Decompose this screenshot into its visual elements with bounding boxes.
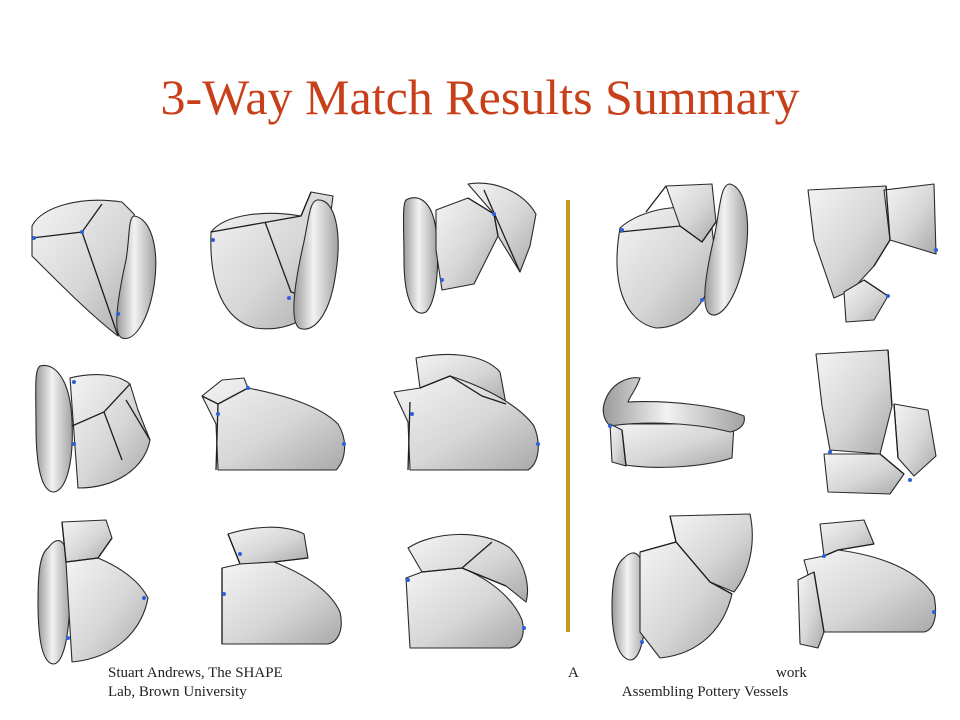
triple-match-r2c2 bbox=[198, 374, 350, 476]
triple-match-r1c5 bbox=[804, 180, 938, 326]
pottery-shards-3way-icon bbox=[807, 183, 938, 323]
pottery-shards-3way-icon bbox=[402, 182, 537, 314]
slide-title: 3-Way Match Results Summary bbox=[160, 69, 800, 125]
triple-match-r3c1 bbox=[36, 518, 150, 666]
triple-match-r2c1 bbox=[34, 360, 158, 494]
footer-talk-title: A work Assembling Pottery Vessels bbox=[560, 664, 850, 702]
group-divider bbox=[566, 200, 570, 632]
footer-author-line1: Stuart Andrews, The SHAPE bbox=[108, 665, 283, 681]
pottery-shards-3way-icon bbox=[611, 513, 753, 661]
footer-author-line2: Lab, Brown University bbox=[108, 684, 247, 700]
pottery-shards-3way-icon bbox=[815, 349, 937, 495]
footer-talk-line1-end: work bbox=[776, 665, 807, 681]
footer-author: Stuart Andrews, The SHAPE Lab, Brown Uni… bbox=[108, 664, 348, 702]
footer-talk-line2: Assembling Pottery Vessels bbox=[621, 684, 789, 700]
pottery-shards-3way-icon bbox=[31, 199, 157, 340]
triple-match-r3c3 bbox=[402, 528, 532, 650]
pottery-shards-3way-icon bbox=[201, 377, 346, 471]
triple-match-r1c2 bbox=[205, 191, 345, 334]
pottery-shards-3way-icon bbox=[797, 519, 937, 649]
triple-match-r2c3 bbox=[390, 352, 542, 476]
pottery-shards-3way-icon bbox=[602, 377, 745, 468]
pottery-shards-3way-icon bbox=[221, 526, 342, 645]
footer-talk-line1: A work bbox=[560, 664, 850, 683]
footer-talk-line1-start: A bbox=[568, 665, 579, 681]
pottery-shards-3way-icon bbox=[37, 519, 149, 665]
pottery-shards-3way-icon bbox=[393, 354, 540, 471]
pottery-shards-3way-icon bbox=[35, 364, 151, 493]
triple-match-r2c4 bbox=[600, 372, 748, 478]
triple-match-r3c4 bbox=[610, 512, 758, 662]
pottery-shards-3way-icon bbox=[210, 191, 339, 330]
pottery-shards-3way-icon bbox=[616, 183, 749, 329]
triple-match-r1c3 bbox=[402, 180, 540, 322]
triple-match-r3c2 bbox=[214, 524, 346, 648]
triple-match-r1c4 bbox=[606, 182, 754, 330]
triple-match-r2c5 bbox=[810, 346, 940, 498]
triple-match-r1c1 bbox=[22, 196, 162, 342]
pottery-shards-3way-icon bbox=[405, 533, 528, 649]
triple-match-r3c5 bbox=[794, 516, 938, 652]
